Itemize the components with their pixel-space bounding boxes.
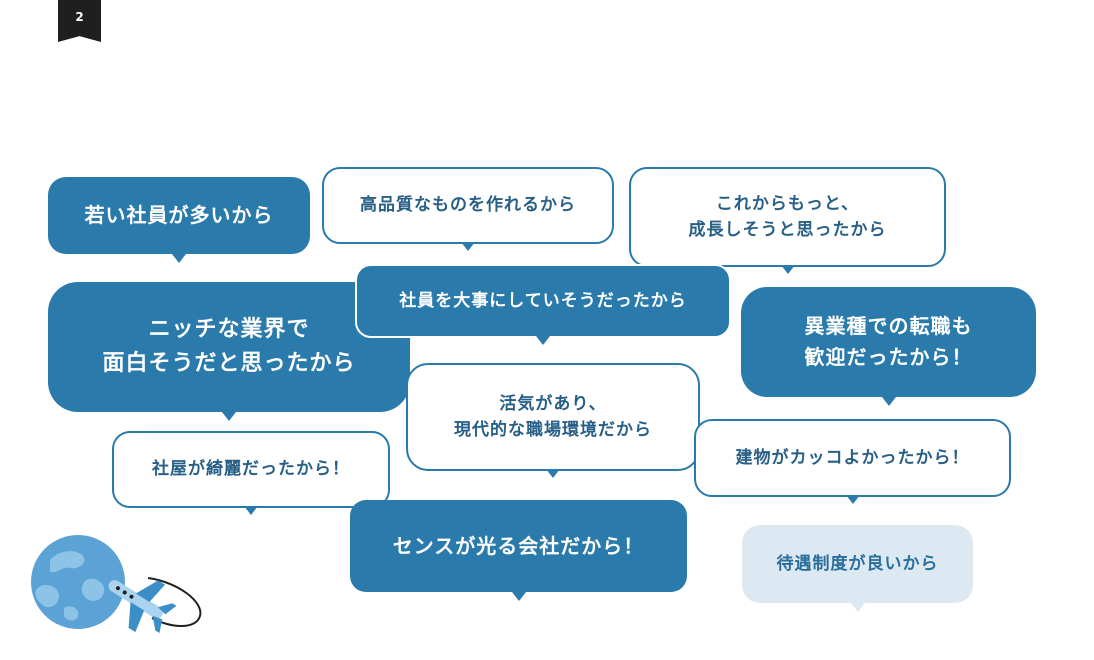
bubble-cool-building: 建物がカッコよかったから！ bbox=[694, 419, 1011, 504]
globe-airplane-illustration bbox=[31, 535, 202, 634]
airplane-icon bbox=[108, 580, 177, 634]
bubble-text-line-2: 成長しそうと思ったから bbox=[688, 220, 887, 240]
bubble-text: 建物がカッコよかったから！ bbox=[735, 447, 970, 468]
bubble-text: 若い社員が多いから bbox=[84, 203, 274, 227]
bubble-text: 待遇制度が良いから bbox=[776, 553, 939, 574]
bubble-growth: これからもっと、 成長しそうと思ったから bbox=[629, 167, 946, 274]
bubble-text: 高品質なものを作れるから bbox=[360, 195, 576, 216]
bubble-benefits: 待遇制度が良いから bbox=[742, 525, 973, 612]
bubble-lively: 活気があり、 現代的な職場環境だから bbox=[406, 363, 700, 478]
bubble-value-employees: 社員を大事にしていそうだったから bbox=[355, 264, 731, 345]
bubble-clean-office: 社屋が綺麗だったから！ bbox=[112, 431, 390, 515]
bubble-text-line-1: 異業種での転職も bbox=[804, 314, 973, 338]
page-number: 2 bbox=[75, 10, 84, 24]
bubble-quality: 高品質なものを作れるから bbox=[322, 167, 614, 251]
page-number-tab: 2 bbox=[58, 0, 101, 42]
globe-icon bbox=[31, 535, 125, 629]
bubble-career-change: 異業種での転職も 歓迎だったから！ bbox=[741, 287, 1036, 406]
bubble-text: 社員を大事にしていそうだったから bbox=[399, 290, 687, 311]
bubble-young-employees: 若い社員が多いから bbox=[48, 177, 310, 263]
bubble-text-line-1: ニッチな業界で bbox=[148, 316, 310, 342]
bubble-text-line-2: 面白そうだと思ったから bbox=[102, 351, 356, 376]
flight-path bbox=[147, 577, 202, 627]
bubble-text: センスが光る会社だから！ bbox=[392, 533, 645, 558]
bubble-sense: センスが光る会社だから！ bbox=[350, 500, 687, 601]
bubble-niche: ニッチな業界で 面白そうだと思ったから bbox=[48, 282, 410, 421]
bubble-text-line-1: これからもっと、 bbox=[715, 193, 860, 214]
bubble-text: 社屋が綺麗だったから！ bbox=[152, 459, 350, 480]
bubble-text-line-2: 現代的な職場環境だから bbox=[454, 420, 652, 440]
bubble-text-line-1: 活気があり、 bbox=[499, 393, 607, 414]
bubble-text-line-2: 歓迎だったから！ bbox=[804, 345, 973, 369]
